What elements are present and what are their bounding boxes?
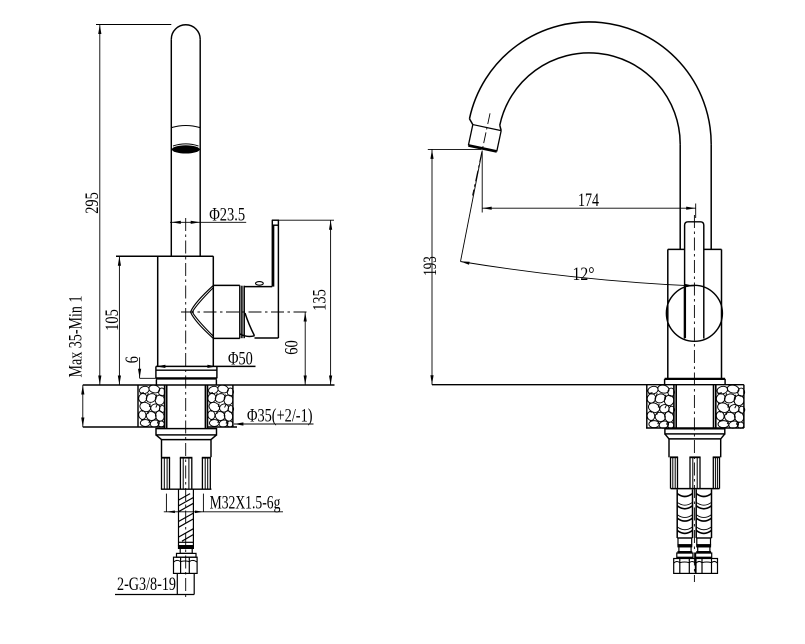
svg-text:105: 105 (103, 309, 123, 331)
svg-text:135: 135 (311, 289, 331, 311)
svg-text:193: 193 (421, 256, 441, 276)
svg-text:295: 295 (83, 192, 103, 214)
svg-text:12°: 12° (573, 265, 595, 285)
svg-text:Φ50: Φ50 (228, 350, 253, 370)
svg-text:6: 6 (123, 356, 143, 363)
svg-text:M32X1.5-6g: M32X1.5-6g (210, 494, 281, 514)
svg-text:Φ35(+2/-1): Φ35(+2/-1) (247, 407, 313, 427)
svg-text:174: 174 (578, 191, 599, 211)
svg-text:60: 60 (283, 340, 303, 355)
svg-text:Φ23.5: Φ23.5 (209, 206, 245, 226)
svg-text:Max 35-Min 1: Max 35-Min 1 (66, 296, 86, 378)
svg-text:2-G3/8-19: 2-G3/8-19 (117, 575, 176, 595)
